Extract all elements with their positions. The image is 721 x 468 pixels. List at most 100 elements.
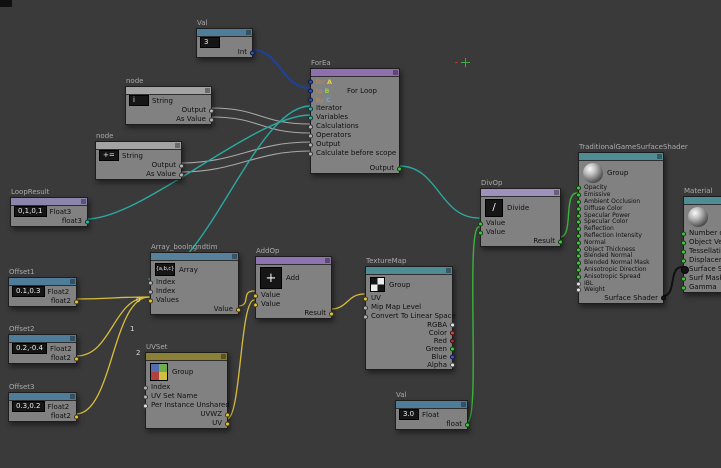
node-header[interactable] — [579, 153, 663, 161]
input-port-uv-set-name[interactable] — [143, 394, 148, 399]
output-port-output[interactable] — [179, 163, 184, 168]
wire-offset3-to-array-values[interactable] — [75, 296, 150, 415]
collapse-icon[interactable] — [221, 354, 226, 359]
input-port-ambient-occlusion[interactable] — [576, 199, 581, 205]
value-field[interactable]: 0.3,0.2 — [12, 401, 45, 412]
wire-int-to-forloop-b[interactable] — [250, 48, 312, 90]
input-port-reflection[interactable] — [576, 226, 581, 232]
collapse-icon[interactable] — [205, 88, 210, 93]
node-header[interactable] — [481, 189, 560, 197]
output-port-float3[interactable] — [85, 219, 90, 224]
output-port-float[interactable] — [465, 422, 470, 427]
input-port-values[interactable] — [148, 298, 153, 303]
collapse-icon[interactable] — [246, 30, 251, 35]
collapse-icon[interactable] — [70, 394, 75, 399]
collapse-icon[interactable] — [70, 279, 75, 284]
output-port-float2[interactable] — [74, 356, 79, 361]
wire-uvset-to-add[interactable] — [226, 299, 255, 420]
output-port-int[interactable] — [250, 50, 255, 55]
collapse-icon[interactable] — [232, 254, 237, 259]
wire-string2-output-to-forloop[interactable] — [180, 141, 311, 164]
value-field[interactable]: 0.2,-0.4 — [12, 343, 48, 354]
input-port-operators[interactable] — [308, 133, 313, 138]
collapse-icon[interactable] — [461, 402, 466, 407]
input-port-anisotropic-direction[interactable] — [576, 267, 581, 273]
output-port-as-value[interactable] — [179, 172, 184, 177]
input-port-gamma[interactable] — [681, 285, 686, 290]
input-port-object-vert[interactable] — [681, 240, 686, 245]
input-port-blended-normal[interactable] — [576, 253, 581, 259]
output-port-surface-shader[interactable] — [661, 295, 666, 301]
input-port-mip-map-level[interactable] — [363, 305, 368, 310]
node-header[interactable] — [96, 142, 181, 150]
input-port-blended-normal-mask[interactable] — [576, 260, 581, 266]
input-port-index[interactable] — [148, 280, 153, 285]
input-port-to-b[interactable] — [308, 88, 313, 93]
collapse-icon[interactable] — [175, 143, 180, 148]
input-port-value[interactable] — [253, 302, 258, 307]
output-port-as-value[interactable] — [209, 117, 214, 122]
output-port-float2[interactable] — [74, 414, 79, 419]
input-port-value[interactable] — [478, 230, 483, 235]
input-port-reflection-intensity[interactable] — [576, 233, 581, 239]
input-port-emissive[interactable] — [576, 192, 581, 198]
collapse-icon[interactable] — [657, 154, 662, 159]
output-port-value[interactable] — [236, 307, 241, 312]
input-port-ibl[interactable] — [576, 281, 581, 287]
input-port-value[interactable] — [253, 293, 258, 298]
input-port-displacem[interactable] — [681, 258, 686, 263]
input-port-surf-mask-c[interactable] — [681, 276, 686, 281]
input-port-opacity[interactable] — [576, 185, 581, 191]
collapse-icon[interactable] — [70, 336, 75, 341]
node-header[interactable] — [126, 87, 211, 95]
node-header[interactable] — [9, 278, 76, 286]
input-port-anisotropic-spread[interactable] — [576, 274, 581, 280]
input-port-calculate-before-scope[interactable] — [308, 151, 313, 156]
output-port-result[interactable] — [558, 239, 563, 244]
wire-divide-result-to-shader-emissive[interactable] — [559, 192, 578, 238]
output-port-color[interactable] — [450, 330, 455, 336]
wire-array-to-add[interactable] — [237, 290, 255, 307]
input-port-output[interactable] — [308, 142, 313, 147]
input-port-index[interactable] — [143, 385, 148, 390]
node-header[interactable] — [366, 267, 452, 275]
input-port-by-c[interactable] — [308, 97, 313, 102]
wire-string1-output-to-forloop[interactable] — [210, 107, 311, 125]
input-port-value[interactable] — [478, 221, 483, 226]
input-port-for-a[interactable] — [308, 79, 313, 84]
node-header[interactable] — [11, 198, 87, 206]
value-field[interactable]: i — [129, 95, 149, 106]
output-port-float2[interactable] — [74, 299, 79, 304]
output-port-green[interactable] — [450, 346, 455, 352]
wire-offset1-to-array-values[interactable] — [75, 296, 150, 300]
output-port-uv[interactable] — [225, 421, 230, 426]
wire-float-to-divide[interactable] — [466, 226, 480, 423]
wire-string1-asvalue-to-forloop[interactable] — [210, 116, 311, 134]
output-port-uvwz[interactable] — [225, 412, 230, 417]
value-field[interactable]: 0,1,0,1 — [14, 206, 47, 217]
wire-offset2-to-array-values[interactable] — [75, 296, 150, 357]
node-header[interactable] — [151, 253, 238, 261]
wire-loopresult-to-forloop-variables[interactable] — [86, 114, 311, 220]
input-port-iterator[interactable] — [308, 106, 313, 111]
node-header[interactable] — [9, 393, 76, 401]
value-field[interactable]: 3 — [200, 37, 220, 48]
collapse-icon[interactable] — [81, 199, 86, 204]
wire-string2-asvalue-to-forloop[interactable] — [180, 150, 311, 173]
node-header[interactable] — [256, 257, 331, 265]
output-port-result[interactable] — [329, 311, 334, 316]
input-port-convert-to-linear-space[interactable] — [363, 314, 368, 319]
